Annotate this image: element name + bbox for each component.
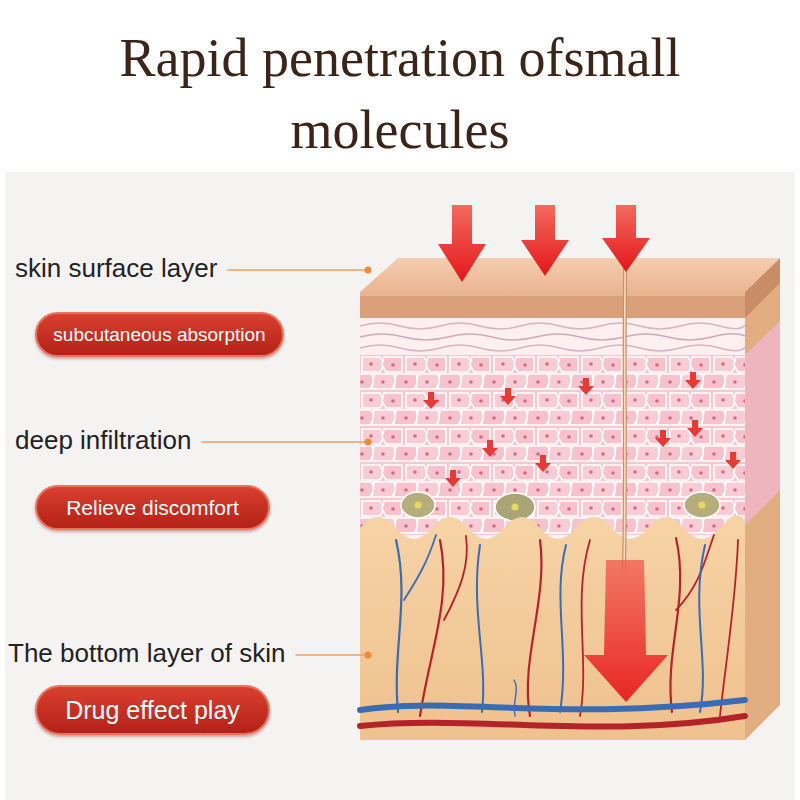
vein: [477, 545, 483, 712]
block-side: [745, 258, 780, 740]
pill-label: subcutaneous absorption: [53, 314, 265, 355]
small-arrow: [655, 430, 671, 447]
small-arrow: [423, 392, 439, 409]
leader-dot: [365, 652, 372, 659]
leader-dot: [365, 439, 372, 446]
small-arrow: [482, 440, 498, 457]
melanocyte-nucleus: [415, 502, 422, 509]
melanocyte-nucleus: [699, 502, 706, 509]
red-pill: Drug effect play: [35, 685, 270, 735]
leader-line: [201, 441, 366, 443]
pill-label: Drug effect play: [65, 687, 240, 733]
artery: [580, 540, 590, 716]
epidermis-band: [360, 292, 745, 318]
penetration-arrow: [584, 560, 668, 702]
artery: [670, 538, 680, 712]
epidermis-edge: [360, 292, 745, 296]
layer-heading: The bottom layer of skin: [8, 635, 285, 671]
follicle: [624, 258, 625, 570]
small-arrow: [725, 452, 741, 469]
layer-line: [360, 323, 745, 329]
surface-arrows: [438, 205, 650, 282]
melanocyte: [684, 492, 720, 518]
block-side-cells: [745, 321, 780, 525]
small-arrow: [535, 455, 551, 472]
pill-label: Relieve discomfort: [66, 487, 239, 528]
small-arrow: [500, 388, 516, 405]
down-arrow: [438, 205, 486, 282]
red-pill: Relieve discomfort: [35, 485, 270, 530]
small-arrow: [687, 420, 703, 437]
artery: [720, 540, 738, 716]
blood-vessels: [360, 535, 745, 727]
red-pill: subcutaneous absorption: [35, 312, 284, 357]
melanocyte: [401, 492, 435, 518]
artery: [528, 540, 542, 716]
dermis: [360, 515, 745, 740]
small-arrow: [578, 378, 594, 395]
vein-main: [360, 700, 745, 710]
vein: [396, 540, 401, 712]
down-arrow: [602, 205, 650, 272]
artery: [420, 540, 443, 716]
layer-line: [360, 345, 745, 351]
skin-surface: [360, 258, 780, 292]
melanocyte-nucleus: [512, 504, 519, 511]
leader-dot: [365, 267, 372, 274]
artery: [676, 535, 714, 610]
layer-heading: skin surface layer: [15, 250, 284, 286]
leader-line: [227, 269, 366, 271]
layer-callout: The bottom layer of skinDrug effect play: [8, 635, 285, 735]
vein: [699, 545, 705, 712]
granular-layer: [360, 318, 745, 358]
follicle-core: [624, 258, 625, 570]
down-arrow: [521, 205, 569, 276]
layer-line: [360, 334, 745, 340]
layer-callout: skin surface layer subcutaneous absorptio…: [15, 250, 284, 357]
vein: [560, 545, 566, 712]
artery-main: [360, 716, 745, 727]
title: Rapid penetration ofsmall molecules: [20, 22, 780, 166]
vein: [404, 535, 436, 600]
layer-callout: deep infiltrationRelieve discomfort: [15, 422, 270, 530]
cell-layer: [360, 355, 745, 535]
small-arrows: [423, 372, 741, 487]
leader-line: [295, 654, 366, 656]
small-arrow: [685, 372, 701, 389]
small-arrow: [445, 470, 461, 487]
melanocyte: [495, 493, 535, 521]
artery: [444, 536, 467, 620]
layer-heading: deep infiltration: [15, 422, 270, 458]
